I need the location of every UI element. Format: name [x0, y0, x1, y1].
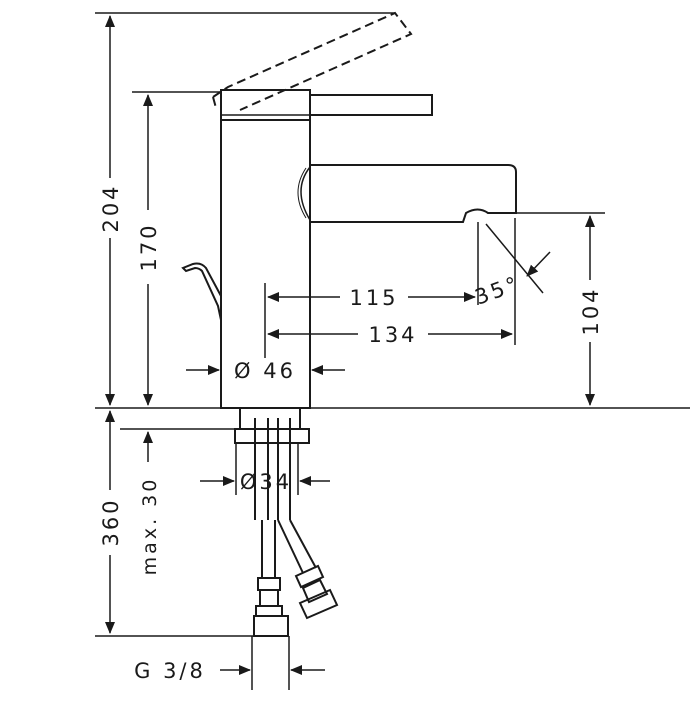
dim-spout-reach-inner: 115	[349, 286, 398, 310]
dim-max-counter-thickness: max. 30	[139, 477, 161, 576]
dim-hole-diameter: Ø34	[240, 470, 292, 494]
dim-total-height: 204	[99, 183, 123, 232]
hose-left	[261, 520, 276, 578]
dim-spout-reach-outer: 134	[368, 323, 417, 347]
hose-right	[277, 519, 317, 574]
dimension-lines	[105, 14, 595, 675]
dim-body-diameter: Ø 46	[234, 359, 296, 383]
dim-hose-length: 360	[99, 497, 123, 546]
dim-body-height: 170	[137, 222, 161, 271]
drain-rod	[181, 262, 222, 321]
faucet-outline	[181, 89, 517, 409]
dim-thread: G 3/8	[134, 659, 206, 683]
mounting-assembly	[234, 408, 310, 520]
extension-lines	[95, 12, 690, 690]
dim-spout-height: 104	[579, 286, 603, 335]
lever-handle	[310, 94, 433, 116]
hoses	[253, 519, 339, 637]
spout	[310, 164, 517, 223]
